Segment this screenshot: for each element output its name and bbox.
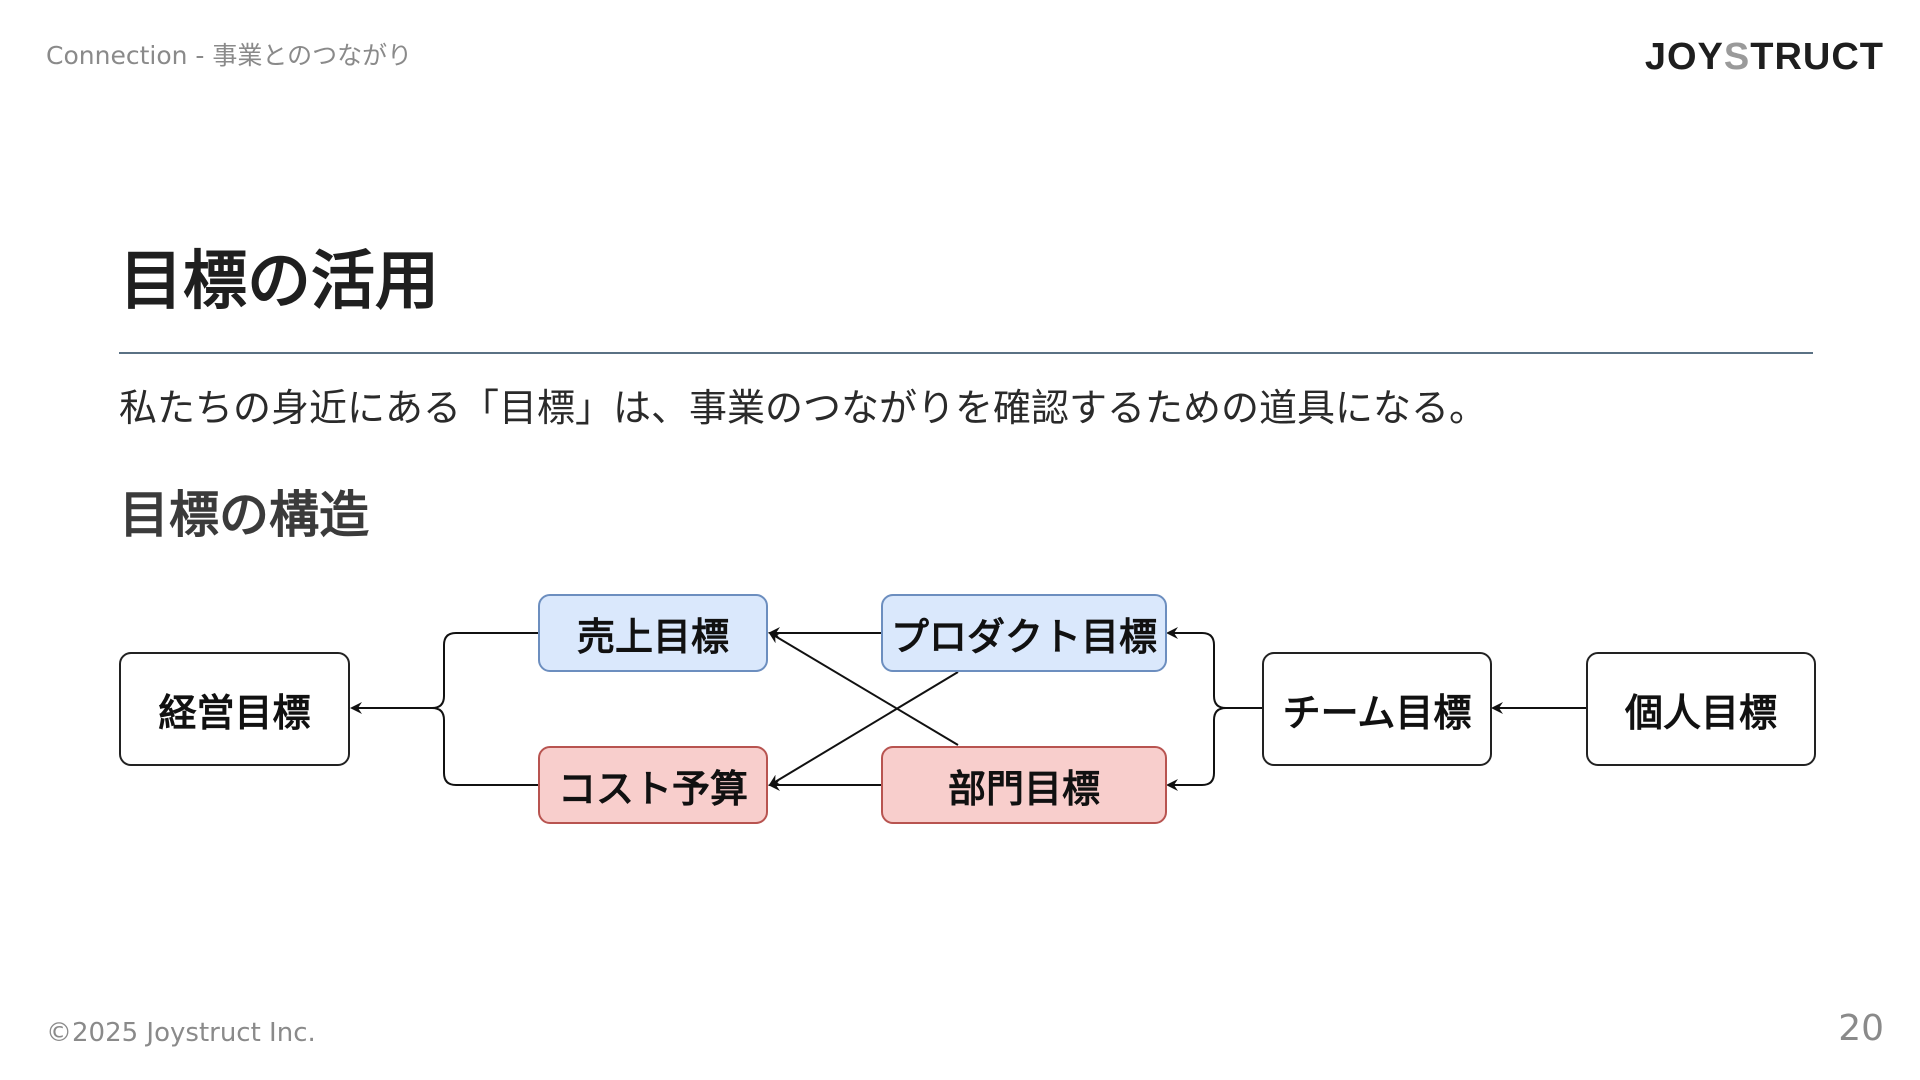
- slide-lead-text: 私たちの身近にある「目標」は、事業のつながりを確認するための道具になる。: [119, 386, 1488, 430]
- node-management-goal: 経営目標: [119, 652, 350, 766]
- edge-team-to-product: [1166, 627, 1262, 709]
- node-team-goal: チーム目標: [1262, 652, 1492, 766]
- node-product-goal: プロダクト目標: [881, 594, 1167, 672]
- node-cost-budget: コスト予算: [538, 746, 768, 824]
- slide-title: 目標の活用: [119, 245, 439, 319]
- node-department-goal: 部門目標: [881, 746, 1167, 824]
- edge-product-to-cost: [768, 671, 959, 787]
- logo-text-tail: TRUCT: [1750, 36, 1884, 78]
- edge-cost-to-management: [431, 707, 538, 786]
- diagram-heading: 目標の構造: [119, 486, 369, 544]
- edge-department-to-sales: [768, 631, 959, 746]
- logo-text-main: JOY: [1644, 36, 1724, 78]
- edge-sales-to-management: [350, 632, 538, 714]
- logo-text-accent: S: [1723, 36, 1751, 78]
- section-label: Connection - 事業とのつながり: [46, 41, 413, 70]
- footer-copyright: ©2025 Joystruct Inc.: [46, 1018, 316, 1048]
- node-sales-goal: 売上目標: [538, 594, 768, 672]
- edge-team-to-department: [1166, 707, 1227, 791]
- node-individual-goal: 個人目標: [1586, 652, 1816, 766]
- title-divider: [119, 352, 1813, 354]
- page-number: 20: [1838, 1008, 1884, 1049]
- joystruct-logo: JOYSTRUCT: [1645, 36, 1884, 79]
